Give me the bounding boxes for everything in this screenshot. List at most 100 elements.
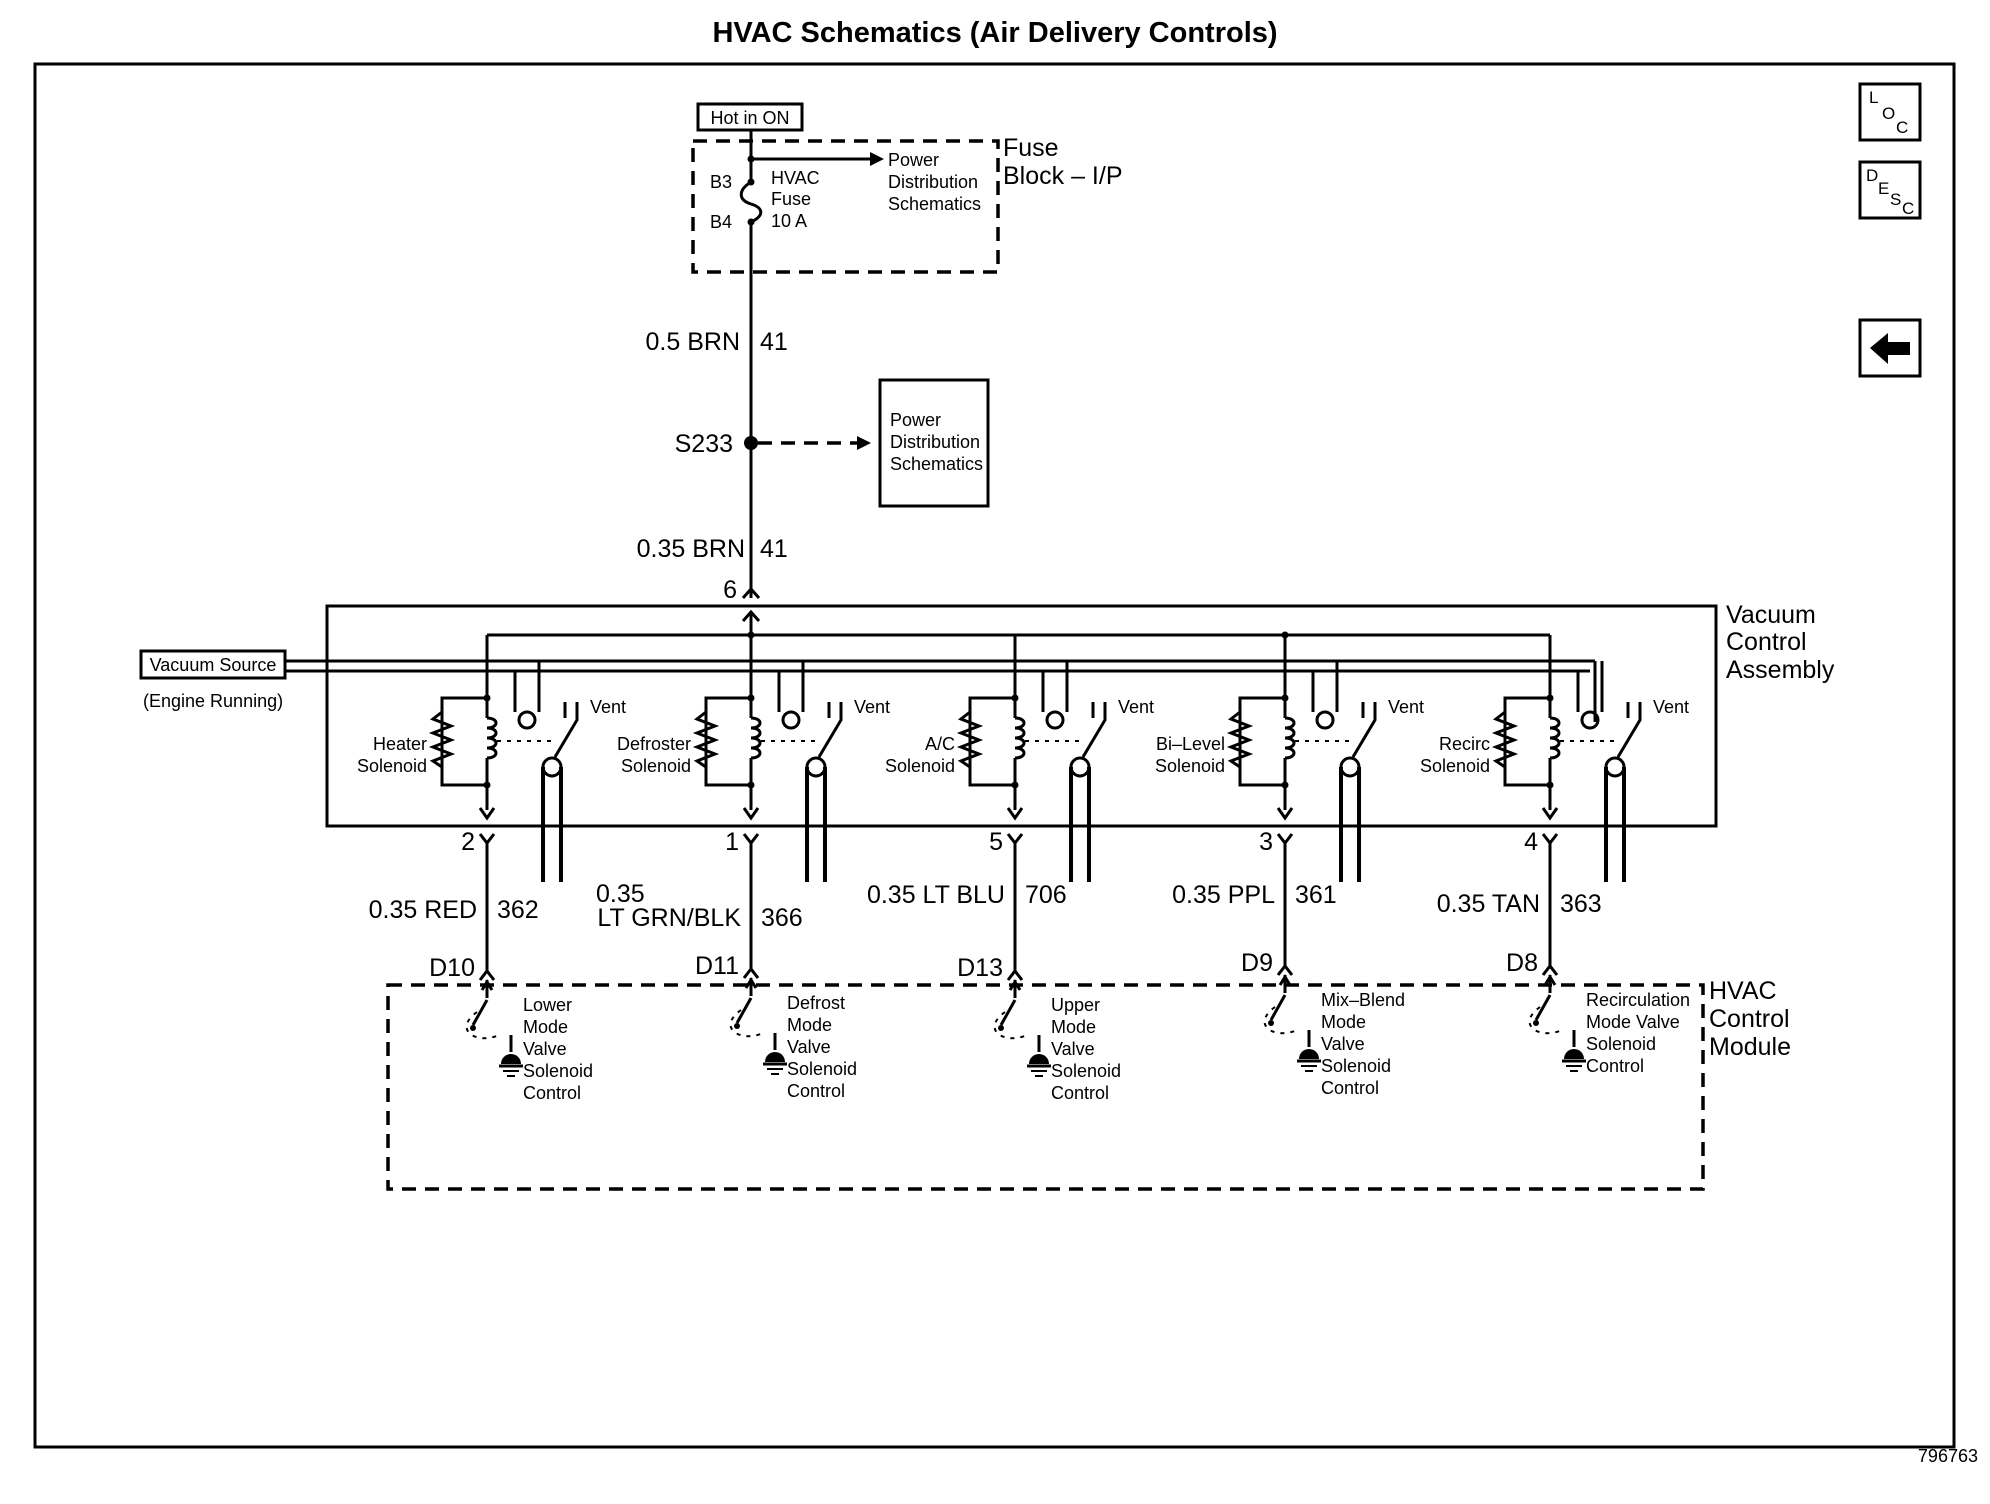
fuse-icon	[739, 180, 763, 224]
diagram-frame	[33, 62, 1956, 1449]
fuse-block-name-1: Fuse	[1003, 134, 1059, 162]
control-label: Valve	[523, 1039, 567, 1059]
mechanical-link-line	[729, 1009, 764, 1038]
resistor-icon	[1226, 710, 1254, 769]
wire-gauge: 0.35 LT BLU	[867, 881, 1005, 909]
hvac-pin-label: D13	[957, 954, 1003, 982]
control-label: Control	[1586, 1056, 1644, 1076]
control-label: Mode	[1321, 1012, 1366, 1032]
desc-letter-e: E	[1878, 179, 1889, 198]
wire-gauge: 0.35 PPL	[1172, 881, 1275, 909]
arrow-icon	[480, 979, 494, 991]
switch-contact	[734, 1023, 740, 1029]
resistor-icon	[692, 710, 720, 769]
control-label: Mode	[523, 1017, 568, 1037]
vent-line	[1081, 702, 1107, 758]
hvac-pin-label: D11	[695, 952, 739, 980]
hvac-pin-label: D9	[1241, 949, 1273, 977]
arrow-icon	[1541, 807, 1559, 821]
pd-box-label-2: Distribution	[890, 432, 980, 452]
wire-gauge: 0.35 RED	[369, 896, 477, 924]
connector-chevron-icon	[742, 966, 760, 979]
resistor-icon	[956, 710, 984, 769]
arrow-icon	[478, 807, 496, 821]
wire-main-upper-circuit: 41	[760, 328, 788, 356]
resistor-icon	[1491, 710, 1519, 769]
switch-contact	[1268, 1020, 1274, 1026]
loc-letter-o: O	[1882, 104, 1895, 123]
control-label: Recirculation	[1586, 990, 1690, 1010]
fuse-block-name-2: Block – I/P	[1003, 162, 1123, 190]
loc-button[interactable]: L O C	[1858, 82, 1922, 142]
control-label: Solenoid	[523, 1061, 593, 1081]
mechanical-link-line	[993, 1011, 1028, 1040]
solenoid-label-1: A/C	[925, 734, 955, 754]
fuse-block: Hot in ON Fuse Block – I/P B3 B4 HVAC Fu…	[691, 102, 1123, 274]
pd-box-label-3: Schematics	[890, 454, 983, 474]
control-label: Control	[1321, 1078, 1379, 1098]
vent-label: Vent	[1388, 697, 1424, 717]
control-label: Mode Valve	[1586, 1012, 1680, 1032]
vca-pin-label: 5	[989, 828, 1003, 856]
control-label: Mix–Blend	[1321, 990, 1405, 1010]
vacuum-source-box[interactable]	[139, 649, 287, 680]
control-label: Solenoid	[1051, 1061, 1121, 1081]
hvac-pin-label: D10	[429, 954, 475, 982]
wire-main-lower-gauge: 0.35 BRN	[637, 535, 745, 563]
ground-icon	[1564, 1049, 1584, 1059]
solenoid-label-2: Solenoid	[357, 756, 427, 776]
loc-letter-c: C	[1896, 118, 1908, 137]
vent-line	[817, 702, 843, 758]
back-button[interactable]	[1858, 318, 1922, 378]
fuse-block-outline	[691, 139, 1000, 274]
mechanical-link-line	[1263, 1006, 1298, 1035]
vca-pin-label: 3	[1259, 828, 1273, 856]
valve-spool-icon	[1604, 756, 1626, 778]
vca-name-2: Control	[1726, 628, 1807, 656]
desc-letter-d: D	[1866, 166, 1878, 185]
solenoid-label-1: Heater	[373, 734, 427, 754]
fuse-pin-b4: B4	[710, 212, 732, 232]
switch-blade	[1534, 994, 1552, 1021]
solenoid-label-2: Solenoid	[621, 756, 691, 776]
switch-blade	[999, 999, 1017, 1026]
arrow-icon	[742, 807, 760, 821]
vent-label: Vent	[590, 697, 626, 717]
solenoid-label-2: Solenoid	[1155, 756, 1225, 776]
hvac-module-name-3: Module	[1709, 1033, 1791, 1061]
solenoid-label-1: Defroster	[617, 734, 691, 754]
ground-icon	[1299, 1049, 1319, 1059]
switch-blade	[471, 999, 489, 1026]
arrow-icon	[870, 152, 884, 166]
left-arrow-icon	[1870, 333, 1910, 364]
mechanical-link-line	[1528, 1006, 1563, 1035]
arrow-icon	[1276, 807, 1294, 821]
vacuum-control-assembly	[325, 604, 1718, 828]
fuse-label-2: Fuse	[771, 189, 811, 209]
solenoid-loop	[1238, 696, 1285, 787]
control-label: Solenoid	[787, 1059, 857, 1079]
coil-icon	[1284, 716, 1296, 760]
control-label: Valve	[1051, 1039, 1095, 1059]
valve-spool-icon	[541, 756, 563, 778]
solenoid-loop	[704, 696, 751, 787]
control-label: Upper	[1051, 995, 1100, 1015]
wire-gauge: LT GRN/BLK	[597, 904, 741, 932]
arrow-icon	[1543, 974, 1557, 986]
solenoid-loop	[968, 696, 1015, 787]
ground-icon	[765, 1052, 785, 1062]
figure-number: 796763	[1918, 1446, 1978, 1466]
vca-pin-6: 6	[723, 576, 737, 604]
coil-icon	[750, 716, 762, 760]
loc-letter-l: L	[1869, 88, 1878, 107]
vca-pin-label: 4	[1524, 828, 1538, 856]
hvac-module-name-2: Control	[1709, 1005, 1790, 1033]
desc-button[interactable]: D E S C	[1858, 160, 1922, 220]
valve-spool-icon	[805, 756, 827, 778]
hot-in-on-label: Hot in ON	[710, 108, 789, 128]
